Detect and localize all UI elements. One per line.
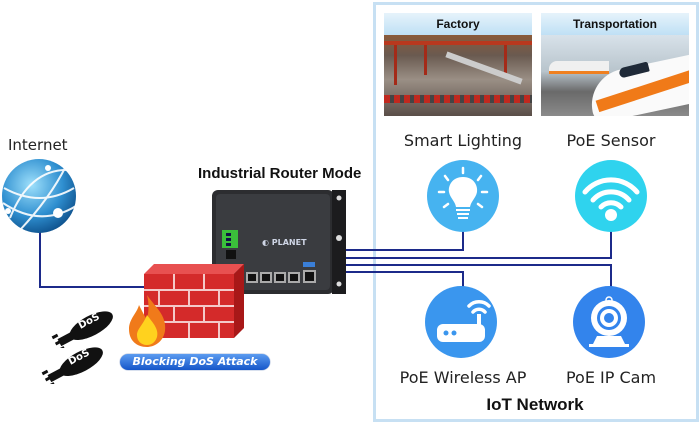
wireless-ap-device: [425, 286, 497, 358]
train-photo: [541, 35, 689, 116]
link-smart-lighting: [345, 228, 464, 251]
factory-photo: [384, 35, 532, 116]
blocking-dos-badge: Blocking DoS Attack: [120, 354, 270, 370]
link-wireless-ap: [345, 271, 464, 290]
scene-title: Factory: [384, 13, 532, 35]
device-label-ip-cam: PoE IP Cam: [565, 368, 657, 387]
industrial-router: ◐ PLANET: [212, 190, 346, 294]
ip-cam-device: [573, 286, 645, 358]
webcam-icon: [589, 296, 629, 347]
poe-sensor-device: [575, 160, 647, 232]
usb-port: [303, 262, 315, 267]
link-poe-sensor: [345, 228, 612, 259]
fire-icon: [129, 295, 166, 347]
globe-icon: [2, 159, 77, 233]
iot-network-title: IoT Network: [486, 395, 584, 414]
scene-transportation: Transportation: [541, 13, 689, 116]
internet-label: Internet: [8, 136, 68, 154]
device-label-wireless-ap: PoE Wireless AP: [399, 368, 527, 387]
dos-bomb-icon: [41, 347, 103, 384]
internet-link: [39, 232, 150, 288]
device-label-smart-lighting: Smart Lighting: [403, 131, 523, 150]
scene-factory: Factory: [384, 13, 532, 116]
wifi-icon: [582, 177, 640, 221]
link-ip-cam: [345, 264, 612, 290]
scene-title: Transportation: [541, 13, 689, 35]
router-mode-title: Industrial Router Mode: [198, 165, 362, 182]
lightbulb-icon: [437, 166, 489, 219]
router-brand: ◐ PLANET: [262, 238, 307, 247]
dos-attacks: DoS DoS: [41, 310, 120, 390]
dos-bomb-icon: [51, 311, 113, 348]
device-label-poe-sensor: PoE Sensor: [566, 131, 656, 150]
smart-lighting-device: [427, 160, 499, 232]
wireless-router-icon: [437, 300, 491, 342]
